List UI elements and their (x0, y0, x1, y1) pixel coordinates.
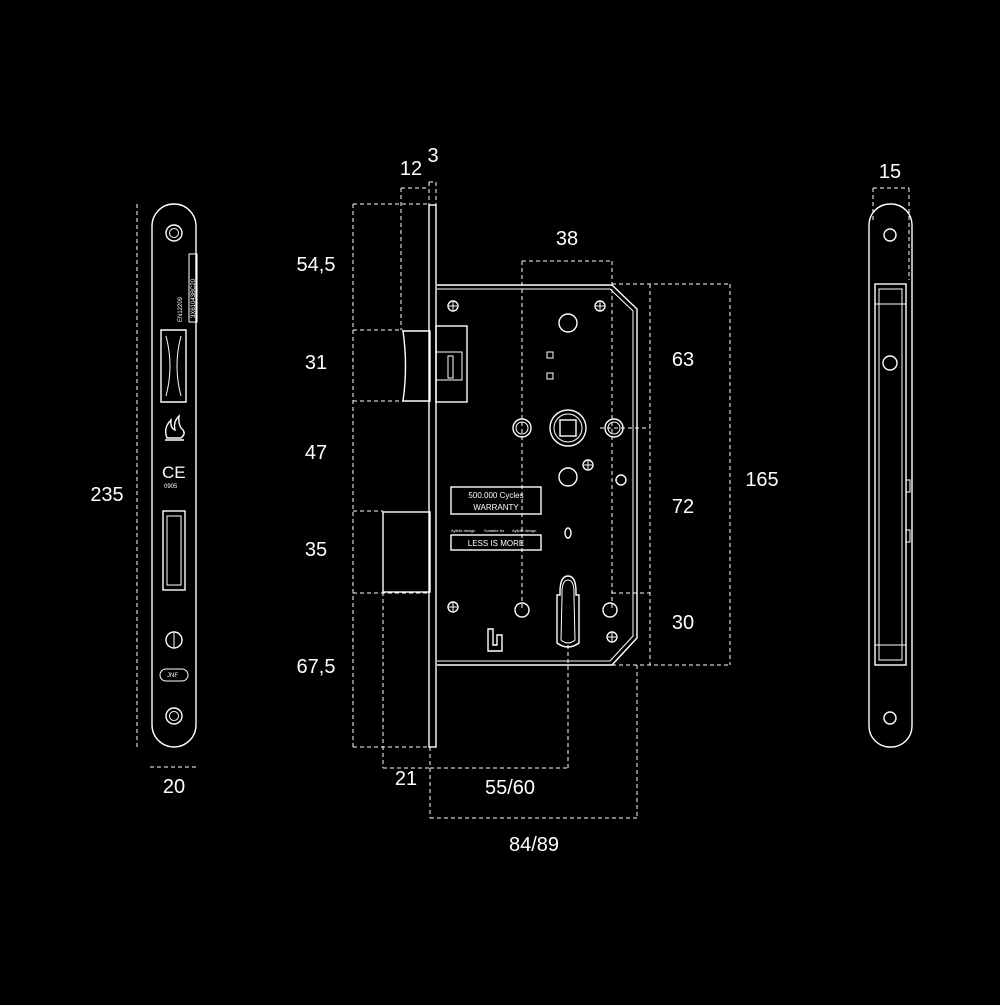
standard-text: EN12209 (178, 296, 184, 322)
side-spindle-hole (882, 355, 898, 371)
dim-case-height: 165 (745, 469, 778, 491)
middle-pin-hole (558, 467, 578, 487)
dim-faceplate-width: 20 (163, 776, 185, 798)
svg-text:LESS IS MORE: LESS IS MORE (468, 539, 524, 548)
dim-case-upper: 63 (672, 349, 694, 371)
cylinder-cutout (556, 575, 580, 648)
bolt-opening (162, 510, 186, 591)
svg-text:JNF: JNF (167, 673, 178, 679)
latch-opening (160, 329, 187, 403)
dim-bolt-projection: 21 (395, 768, 417, 790)
top-screw-hole (165, 224, 183, 242)
dim-total-height: 235 (90, 484, 123, 506)
dim-latch-offset: 12 (400, 158, 422, 180)
svg-text:WARRANTY: WARRANTY (473, 503, 519, 512)
hook-detail (487, 628, 503, 652)
dim-gap-height: 47 (305, 442, 327, 464)
less-is-more-label: Ayildiz design Suitable for Ayildiz desi… (450, 528, 542, 551)
dim-case-lower: 30 (672, 612, 694, 634)
faceplate-front-view: EN12209 3X61043BC20 CE 0905 JNF 235 20 (90, 203, 198, 798)
svg-text:500.000 Cycles: 500.000 Cycles (468, 491, 523, 500)
brand-badge (159, 668, 189, 682)
faceplate-strip (428, 204, 437, 748)
svg-text:Suitable for: Suitable for (484, 528, 505, 533)
dim-bottom-offset: 67,5 (297, 656, 336, 678)
bottom-screw-hole (165, 707, 183, 725)
svg-text:Ayildiz design: Ayildiz design (451, 528, 475, 533)
warranty-label: 500.000 Cycles WARRANTY (450, 486, 542, 515)
dim-case-depth: 84/89 (509, 834, 559, 856)
fire-rating-icon (164, 414, 185, 441)
side-case-outline (874, 283, 907, 666)
dim-latch-height: 31 (305, 352, 327, 374)
svg-text:Ayildiz design: Ayildiz design (512, 528, 536, 533)
dim-backset: 55/60 (485, 777, 535, 799)
ce-mark: CE (162, 463, 186, 482)
lock-body-side-view: 500.000 Cycles WARRANTY Ayildiz design S… (297, 145, 779, 856)
side-bottom-hole (883, 711, 897, 725)
follower-spindle (549, 409, 587, 447)
side-profile-outline (868, 203, 913, 748)
dim-case-middle: 72 (672, 496, 694, 518)
dim-bolt-height: 35 (305, 539, 327, 561)
dim-backset-spacing: 38 (556, 228, 578, 250)
case-screws (447, 300, 618, 643)
cylinder-fix-left (514, 602, 530, 618)
dim-faceplate-thickness: 3 (427, 145, 438, 167)
latch-bolt (402, 325, 468, 403)
product-code-text: 3X61043BC20 (191, 278, 197, 318)
cylinder-fix-right (602, 602, 618, 618)
faceplate-side-profile: 15 (868, 161, 913, 748)
lock-case-outline (437, 284, 638, 666)
upper-pin-hole (558, 313, 578, 333)
dead-bolt (382, 511, 431, 593)
faceplate-outline (151, 203, 197, 748)
side-top-hole (883, 228, 897, 242)
dim-side-width: 15 (879, 161, 901, 183)
dim-top-offset: 54,5 (297, 254, 336, 276)
lower-screw-hole (165, 631, 183, 649)
ce-number: 0905 (164, 484, 178, 490)
